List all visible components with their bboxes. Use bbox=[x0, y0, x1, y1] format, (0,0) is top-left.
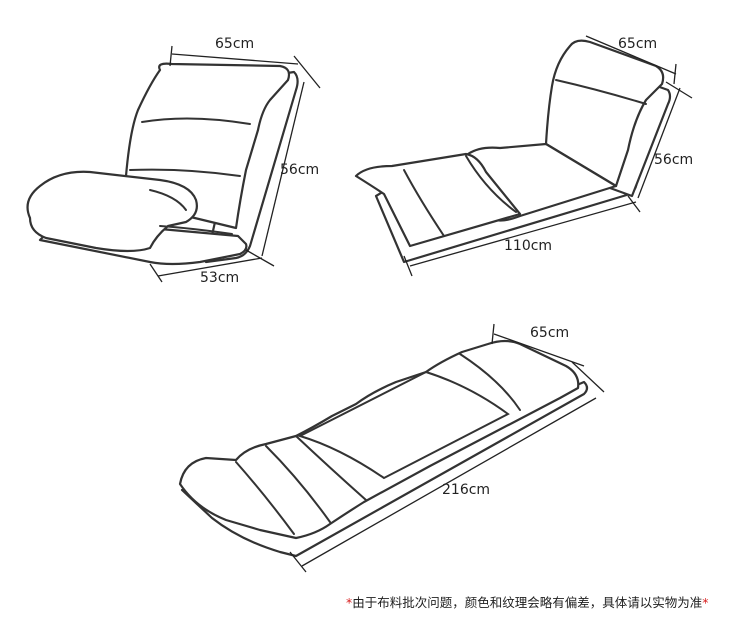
chair-flat-width-tick-left bbox=[491, 323, 495, 345]
chair-flat-seat-panel bbox=[297, 370, 510, 480]
chair-upright-seat-fold-2 bbox=[159, 225, 233, 235]
chair-flat-length-tick-left bbox=[289, 551, 307, 573]
chair-flat-width-line bbox=[493, 333, 585, 367]
chair-reclined-width-label: 65cm bbox=[618, 36, 657, 52]
chair-flat-head-seam bbox=[459, 353, 521, 411]
chair-reclined-leg-seam-2 bbox=[465, 155, 517, 213]
chair-flat-leg-seam-1 bbox=[265, 445, 331, 523]
chair-reclined-width-tick-right bbox=[673, 63, 677, 85]
chair-flat-length-label: 216cm bbox=[442, 482, 490, 498]
chair-reclined-length-label: 110cm bbox=[504, 238, 552, 254]
chair-upright-width-label: 65cm bbox=[215, 36, 254, 52]
chair-flat-length-line bbox=[301, 397, 597, 567]
chair-reclined-backrest-seam bbox=[555, 79, 647, 105]
chair-upright-backrest-seam bbox=[141, 117, 251, 125]
chair-reclined-height-tick-bottom bbox=[627, 195, 641, 213]
chair-flat-leg-seam-2 bbox=[235, 461, 295, 535]
chair-upright-depth-line bbox=[157, 257, 263, 277]
chair-reclined-height-line bbox=[637, 87, 681, 199]
disclaimer-star-end: * bbox=[702, 595, 709, 610]
chair-upright-seat-fold bbox=[149, 189, 187, 211]
chair-reclined-width-line bbox=[585, 35, 677, 75]
chair-upright-figure: 65cm 56cm 53cm bbox=[26, 36, 321, 286]
chair-upright-width-line bbox=[171, 53, 299, 65]
chair-upright-height-label: 56cm bbox=[280, 162, 319, 178]
chair-upright-width-tick-right bbox=[293, 55, 321, 89]
chair-upright-depth-label: 53cm bbox=[200, 270, 239, 286]
disclaimer-star: * bbox=[346, 595, 353, 610]
chair-reclined-backrest bbox=[544, 39, 665, 188]
chair-flat-mattress bbox=[178, 339, 580, 540]
chair-flat-figure: 65cm 216cm bbox=[178, 323, 605, 573]
chair-upright-height-line bbox=[261, 81, 305, 257]
chair-flat-width-tick-right bbox=[571, 361, 605, 393]
fabric-disclaimer-note: *由于布料批次问题，颜色和纹理会略有偏差，具体请以实物为准* bbox=[346, 592, 709, 611]
chair-reclined-height-label: 56cm bbox=[654, 152, 693, 168]
chair-reclined-leg-seam-1 bbox=[403, 169, 445, 237]
chair-reclined-length-line bbox=[409, 201, 637, 267]
chair-reclined-length-tick-left bbox=[403, 255, 413, 277]
disclaimer-text: 由于布料批次问题，颜色和纹理会略有偏差，具体请以实物为准 bbox=[352, 595, 703, 610]
chair-upright-depth-tick-left bbox=[149, 263, 163, 283]
chair-reclined-height-tick-top bbox=[665, 81, 693, 99]
chair-flat-width-label: 65cm bbox=[530, 325, 569, 341]
chair-flat-leg-seam-3 bbox=[295, 435, 367, 501]
chair-upright-width-tick-left bbox=[169, 45, 173, 67]
chair-upright-backrest-seam-2 bbox=[129, 168, 241, 177]
chair-reclined-figure: 65cm 56cm 110cm bbox=[354, 35, 693, 277]
chair-flat-base bbox=[180, 380, 589, 558]
